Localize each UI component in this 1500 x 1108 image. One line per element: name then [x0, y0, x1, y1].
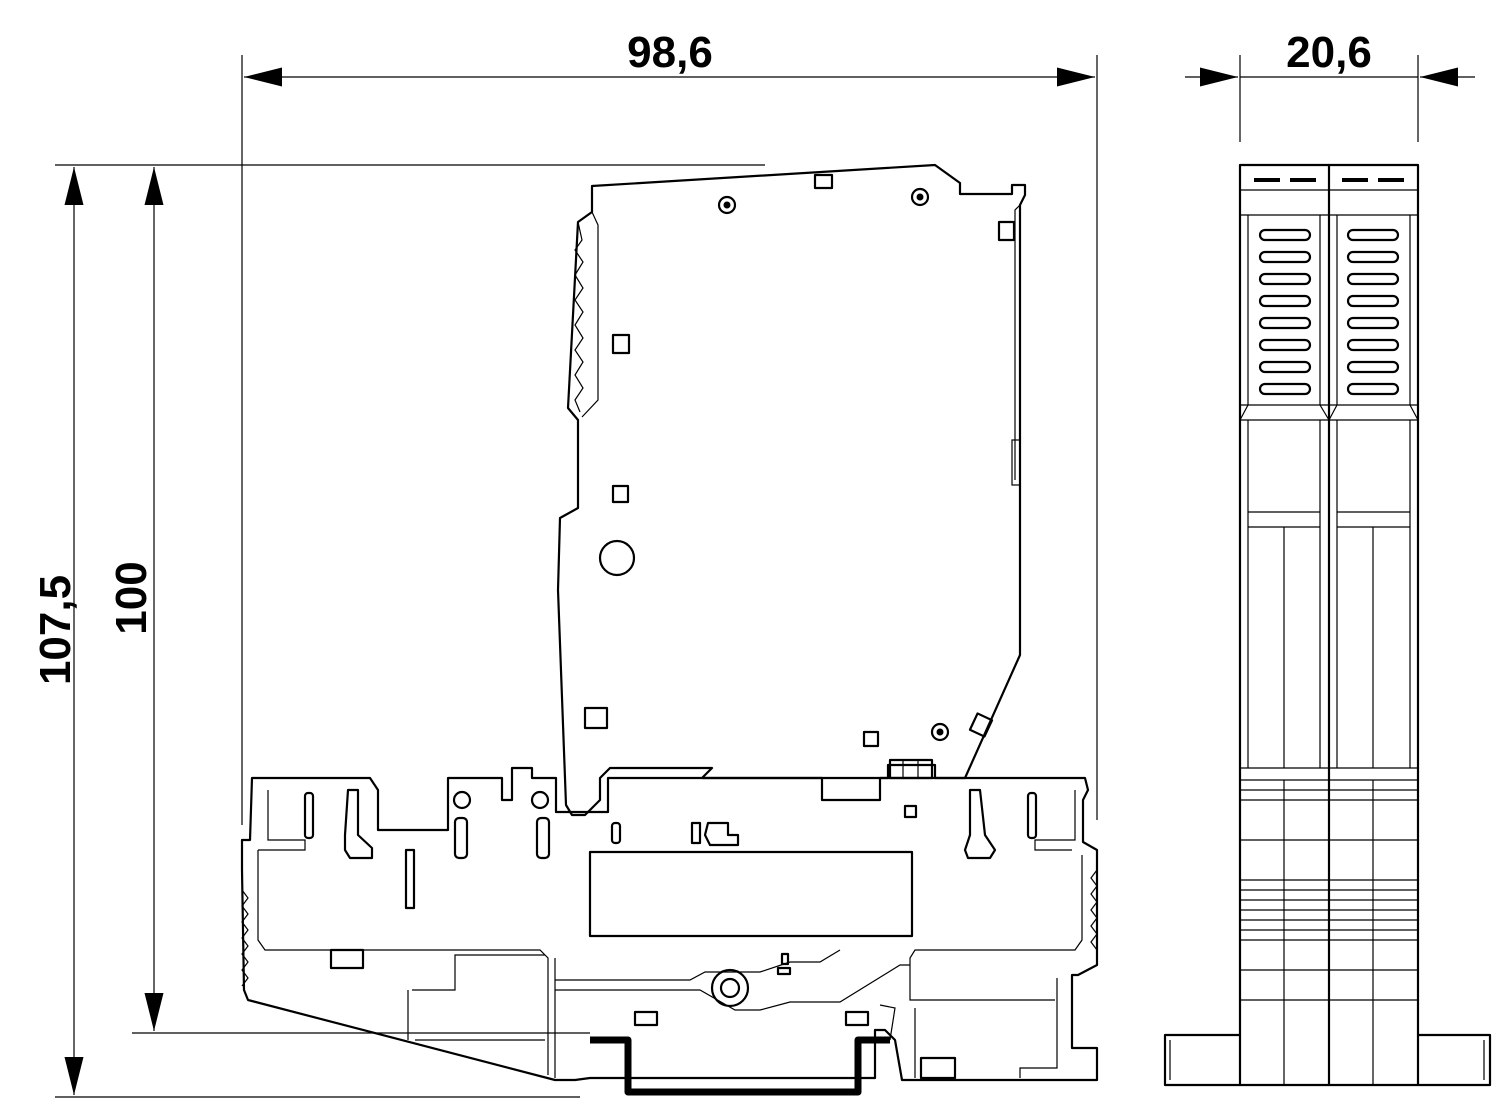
vent-slots-right: [1346, 228, 1400, 396]
vent-slots-left: [1258, 228, 1312, 396]
din-rail-front: [1163, 1033, 1492, 1087]
dimension-label-total-height: 107,5: [31, 575, 80, 685]
dimension-module-width: 20,6: [1185, 28, 1475, 142]
side-view-base: [240, 766, 1099, 1082]
dimension-label-height-to-rail: 100: [107, 561, 156, 634]
dimension-label-overall-width: 98,6: [627, 28, 713, 77]
dimension-height-to-rail: 100: [107, 167, 590, 1034]
front-view: [1238, 163, 1420, 1087]
din-rail-side: [590, 1004, 896, 1096]
dimension-label-module-width: 20,6: [1286, 28, 1372, 77]
dimension-overall-width: 98,6: [241, 28, 1098, 825]
side-view-upper-module: [556, 163, 1027, 817]
dimension-total-height: 107,5: [31, 164, 765, 1098]
